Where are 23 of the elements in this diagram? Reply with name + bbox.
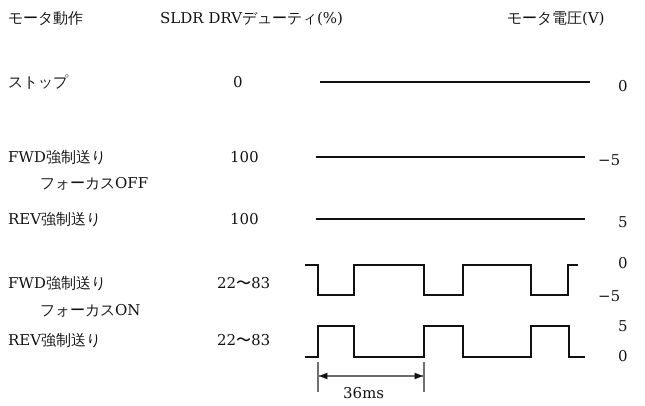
column-header: モータ動作	[8, 10, 83, 26]
voltage-value: 5	[618, 318, 628, 334]
voltage-value: 5	[618, 214, 628, 230]
duty-value: 100	[230, 148, 259, 166]
column-header: SLDR DRVデューティ(%)	[160, 10, 343, 26]
column-header: モータ電圧(V)	[507, 10, 605, 26]
row-label: FWD強制送り	[8, 148, 106, 166]
row-label: フォーカスON	[40, 302, 140, 318]
row-label: FWD強制送り	[8, 274, 106, 292]
voltage-value: 0	[618, 254, 628, 272]
row-label: フォーカスOFF	[40, 174, 148, 192]
duty-value: 0	[233, 74, 243, 90]
row-label: REV強制送り	[8, 210, 102, 228]
voltage-value: −5	[598, 288, 620, 304]
dimension-label: 36ms	[343, 384, 384, 402]
row-label: REV強制送り	[8, 332, 102, 348]
voltage-value: −5	[598, 152, 620, 168]
voltage-value: 0	[618, 78, 628, 94]
duty-value: 100	[230, 210, 259, 228]
row-label: ストップ	[8, 74, 68, 90]
duty-value: 22〜83	[217, 274, 270, 292]
duty-value: 22〜83	[217, 332, 270, 348]
voltage-value: 0	[618, 348, 628, 364]
